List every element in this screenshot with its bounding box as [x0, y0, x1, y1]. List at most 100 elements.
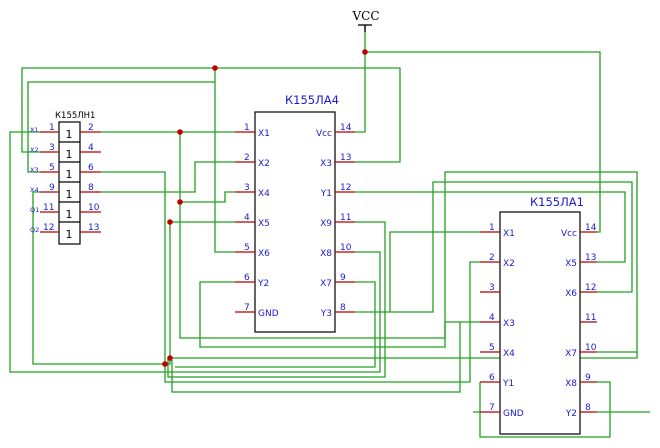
- ln1-in-signal-5: Q1: [30, 206, 39, 214]
- la1-right-name-12: X6: [565, 289, 577, 299]
- la4-left-name-7: GND: [258, 309, 279, 319]
- wire-x3: [27, 81, 215, 173]
- wire-la1-x3: [171, 322, 461, 393]
- chip-ln1-title: К155ЛН1: [55, 111, 95, 121]
- wire-la1-x1: [389, 231, 480, 312]
- la1-right-pin-11: 11: [585, 313, 596, 323]
- ln1-in-pin-1: 1: [49, 123, 55, 133]
- wire-vcc-la1: [365, 51, 601, 233]
- la1-left-pin-2: 2: [489, 253, 495, 263]
- la1-left-name-6: Y1: [502, 379, 514, 389]
- wire-la4-y1: [355, 191, 626, 263]
- wire-la4-x9: [167, 221, 386, 378]
- la1-right-name-14: Vcc: [561, 229, 577, 239]
- la4-right-pin-9: 9: [340, 273, 346, 283]
- ln1-cell-2: 1: [66, 148, 73, 161]
- ln1-in-pin-6: 12: [43, 223, 54, 233]
- ln1-in-pin-4: 9: [49, 183, 55, 193]
- la1-left-name-4: X3: [503, 319, 515, 329]
- la4-left-name-5: X6: [258, 249, 270, 259]
- la4-left-pin-3: 3: [244, 183, 250, 193]
- ln1-cell-6: 1: [66, 228, 73, 241]
- ln1-out-pin-4: 8: [88, 183, 94, 193]
- la4-right-name-8: Y3: [320, 309, 332, 319]
- la4-left-name-1: X1: [258, 129, 270, 139]
- wire-la1-y1-gnd: [479, 381, 611, 438]
- la4-right-pin-12: 12: [340, 183, 351, 193]
- la1-right-pin-8: 8: [585, 403, 591, 413]
- la1-left-pin-6: 6: [489, 373, 495, 383]
- la4-right-name-13: X3: [320, 159, 332, 169]
- wire-x6-drop: [214, 68, 235, 253]
- junction-dot: [177, 199, 183, 205]
- la1-right-name-9: X8: [565, 379, 577, 389]
- la4-left-pin-4: 4: [244, 213, 250, 223]
- la4-right-pin-13: 13: [340, 153, 351, 163]
- la1-right-name-13: X5: [565, 259, 577, 269]
- chip-la1-title: К155ЛА1: [530, 195, 584, 209]
- la4-right-name-9: X7: [320, 279, 332, 289]
- wire-la4-x7: [175, 281, 376, 368]
- la1-left-name-1: X1: [503, 229, 515, 239]
- ln1-in-pin-3: 5: [49, 163, 55, 173]
- ln1-cell-5: 1: [66, 208, 73, 221]
- ln1-out-pin-6: 13: [88, 223, 99, 233]
- la1-left-name-2: X2: [503, 259, 515, 269]
- chip-ln1-body: [58, 121, 81, 245]
- junction-dot: [162, 361, 168, 367]
- la4-left-name-6: Y2: [257, 279, 269, 289]
- wire-la4-x4: [180, 191, 235, 203]
- vcc-label: VCC: [351, 9, 379, 23]
- la1-left-pin-7: 7: [489, 403, 495, 413]
- la1-right-pin-10: 10: [585, 343, 597, 353]
- la4-right-pin-10: 10: [340, 243, 352, 253]
- vcc-symbol: VCC: [351, 9, 380, 32]
- chip-la4-body: [254, 111, 336, 333]
- la4-right-name-12: Y1: [320, 189, 332, 199]
- la4-left-pin-7: 7: [244, 303, 250, 313]
- ln1-cell-4: 1: [66, 188, 73, 201]
- la4-right-pin-14: 14: [340, 123, 352, 133]
- la4-left-name-4: X5: [258, 219, 270, 229]
- junction-dot: [167, 219, 173, 225]
- la4-left-name-3: X4: [258, 189, 270, 199]
- ln1-out-pin-1: 2: [88, 123, 94, 133]
- ln1-out-pin-5: 10: [88, 203, 100, 213]
- wire-x1-loop: [9, 131, 381, 373]
- la1-right-name-10: X7: [565, 349, 577, 359]
- junction-dot: [362, 49, 368, 55]
- la1-left-pin-1: 1: [489, 223, 495, 233]
- la1-right-pin-14: 14: [585, 223, 597, 233]
- junctions: [162, 49, 368, 367]
- wire-x4: [32, 191, 171, 365]
- ln1-in-pin-5: 11: [43, 203, 54, 213]
- la1-left-pin-5: 5: [489, 343, 495, 353]
- la4-left-name-2: X2: [258, 159, 270, 169]
- ln1-in-signal-1: X1: [30, 126, 39, 134]
- la1-left-pin-4: 4: [489, 313, 495, 323]
- ln1-out-pin-3: 6: [88, 163, 94, 173]
- la4-right-name-11: X9: [320, 219, 332, 229]
- ln1-out-pin-2: 4: [88, 143, 94, 153]
- junction-dot: [167, 355, 173, 361]
- ln1-in-signal-3: X3: [30, 166, 39, 174]
- chip-la1: К155ЛА1 1 2 3 4 5 6 7 X1 X2 X3 X4 Y1 GND: [480, 195, 597, 435]
- wire-ln1-6: [101, 171, 480, 383]
- la4-left-pin-5: 5: [244, 243, 250, 253]
- wire-x2-loop: [21, 67, 401, 163]
- ln1-in-signal-2: X2: [30, 146, 39, 154]
- wire-x4-branch: [170, 171, 638, 359]
- la4-left-pin-1: 1: [244, 123, 250, 133]
- la4-right-name-14: Vcc: [316, 129, 332, 139]
- chip-la4: К155ЛА4 1 2 3 4 5 6 7 X1 X2 X4 X5 X6 Y2 …: [235, 93, 355, 333]
- ln1-in-signal-6: Q2: [30, 226, 39, 234]
- wire-la4-y3: [355, 181, 633, 313]
- ln1-in-pin-2: 3: [49, 143, 55, 153]
- la1-right-pin-9: 9: [585, 373, 591, 383]
- la4-left-pin-2: 2: [244, 153, 250, 163]
- la1-left-pin-3: 3: [489, 283, 495, 293]
- la1-right-name-8: Y2: [565, 409, 577, 419]
- wire-vcc-trunk: [355, 25, 366, 133]
